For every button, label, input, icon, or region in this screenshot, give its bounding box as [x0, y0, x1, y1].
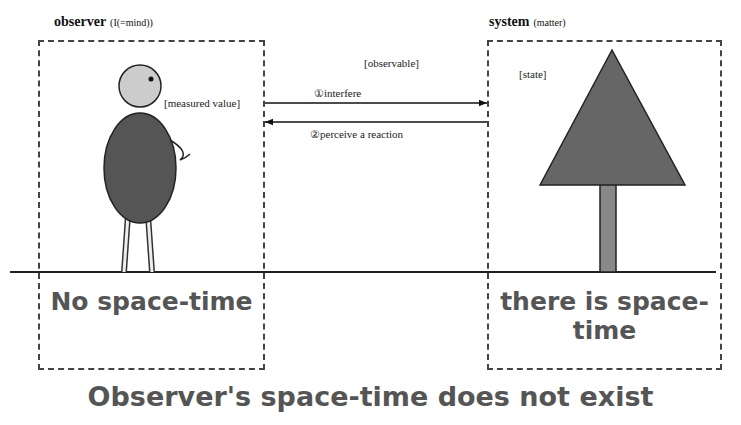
- heading-note: (I(=mind)): [110, 17, 153, 28]
- heading-title: observer: [54, 14, 106, 29]
- leg: [148, 215, 152, 272]
- bracket-label: [state]: [519, 68, 546, 80]
- arm: [170, 140, 190, 160]
- body: [104, 113, 176, 223]
- region-heading: system (matter): [489, 12, 566, 30]
- dashed-region: observer(I(=mind))[measured value]No spa…: [38, 40, 265, 370]
- heading-title: system: [489, 14, 529, 29]
- arrow-label: ①interfere: [313, 87, 362, 100]
- leg: [148, 215, 152, 272]
- bracket-label: [observable]: [364, 57, 419, 69]
- tree-crown: [540, 50, 685, 185]
- head: [119, 65, 161, 107]
- bracket-label: [measured value]: [164, 97, 240, 109]
- eye: [149, 77, 154, 82]
- dashed-region: system(matter)[state]there is space-time: [487, 40, 722, 370]
- region-heading: observer (I(=mind)): [54, 12, 153, 30]
- region-statement: No space-time: [46, 288, 257, 317]
- caption: Observer's space-time does not exist: [0, 381, 741, 412]
- tree-trunk: [600, 183, 616, 272]
- arrow-connector: [265, 102, 487, 103]
- leg: [124, 215, 128, 272]
- arrow-connector: [265, 121, 487, 122]
- arrow-label: ②perceive a reaction: [309, 128, 404, 141]
- leg: [124, 215, 128, 272]
- region-statement: there is space-time: [495, 288, 714, 346]
- heading-note: (matter): [533, 17, 565, 28]
